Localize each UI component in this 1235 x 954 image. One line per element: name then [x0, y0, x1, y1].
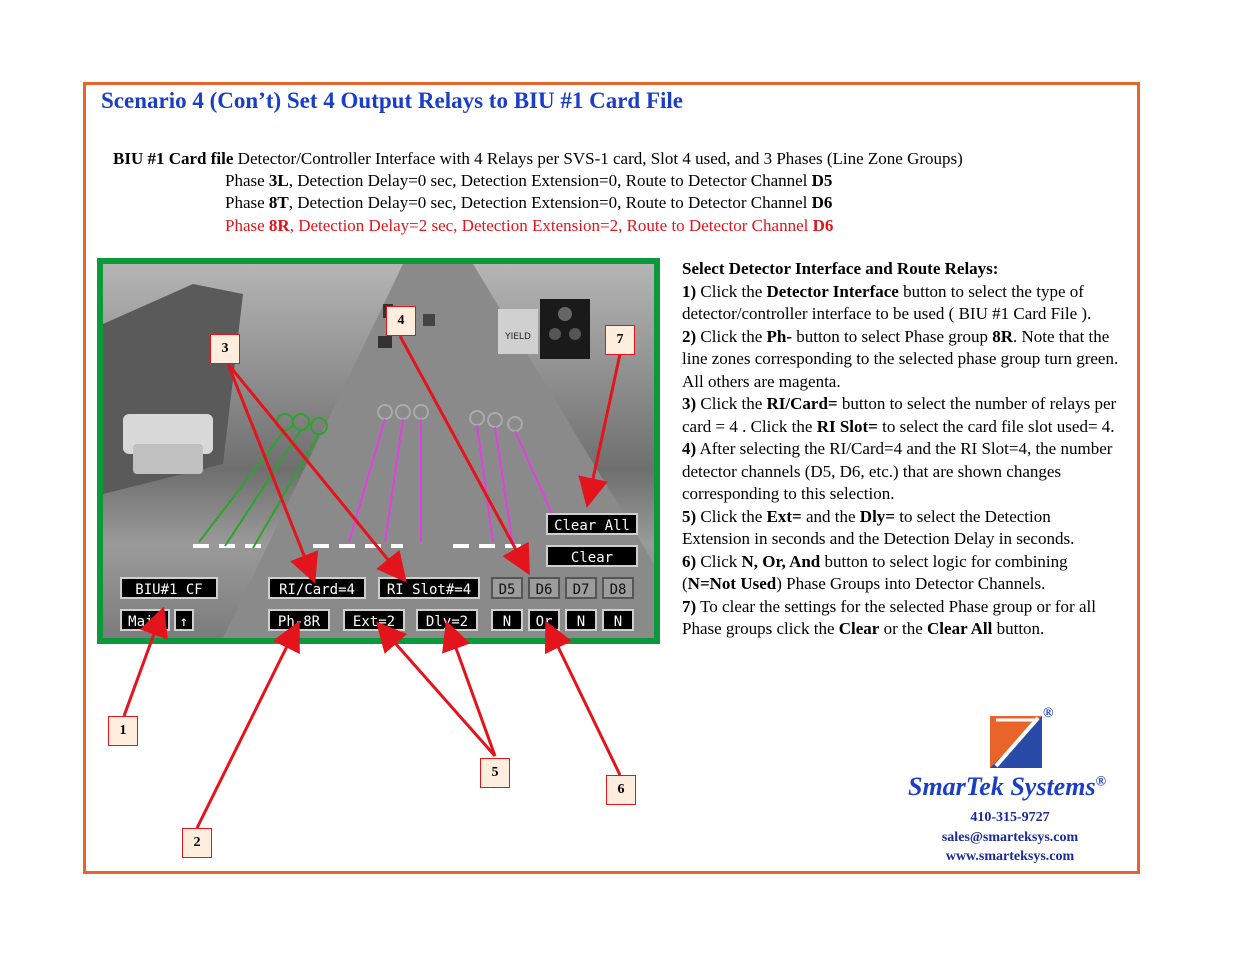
arrow-1	[122, 606, 168, 717]
phase-channel: D5	[811, 171, 833, 190]
step-5: 5) Click the Ext= and the Dly= to select…	[682, 506, 1075, 549]
callout-4: 4	[386, 306, 416, 336]
step-7: 7) To clear the settings for the selecte…	[682, 596, 1096, 639]
arrow-5a	[376, 621, 497, 757]
clear-button[interactable]: Clear	[546, 545, 638, 567]
up-arrow-button[interactable]: ↑	[174, 609, 194, 631]
intro-text: Detector/Controller Interface with 4 Rel…	[233, 149, 963, 168]
arrow-4	[398, 335, 530, 576]
callout-5: 5	[480, 758, 510, 788]
yield-sign-text: YIELD	[504, 332, 531, 342]
channel-d5-button[interactable]: D5	[491, 577, 523, 599]
clear-all-button[interactable]: Clear All	[546, 513, 638, 535]
brand-name: SmarTek Systems®	[908, 772, 1107, 801]
phase-text: , Detection Delay=0 sec, Detection Exten…	[288, 193, 812, 212]
ri-slot-button[interactable]: RI Slot#=4	[378, 577, 480, 599]
phase-id: 3L	[268, 171, 289, 190]
arrow-6	[544, 620, 622, 776]
instructions-heading: Select Detector Interface and Route Rela…	[682, 259, 999, 278]
content-frame	[83, 82, 1140, 874]
step-3: 3) Click the RI/Card= button to select t…	[682, 394, 1117, 436]
phase-prefix: Phase	[225, 171, 269, 190]
intro-bold: BIU #1 Card file	[113, 149, 234, 168]
logic-n-button-3[interactable]: N	[602, 609, 634, 631]
callout-6: 6	[606, 775, 636, 805]
step-4: 4) After selecting the RI/Card=4 and the…	[682, 439, 1113, 503]
callout-1: 1	[108, 716, 138, 746]
phase-channel: D6	[811, 193, 833, 212]
phase-prefix: Phase	[225, 193, 269, 212]
channel-d8-button[interactable]: D8	[602, 577, 634, 599]
step-2: 2) Click the Ph- button to select Phase …	[682, 326, 1119, 391]
arrow-3a	[226, 363, 319, 584]
phase-id: 8R	[268, 216, 290, 235]
channel-d7-button[interactable]: D7	[565, 577, 597, 599]
phase-line-3l: Phase 3L, Detection Delay=0 sec, Detecti…	[225, 171, 832, 191]
callout-3: 3	[210, 334, 240, 364]
arrow-3b	[226, 363, 407, 583]
intro-line: BIU #1 Card file Detector/Controller Int…	[113, 148, 963, 171]
callout-2: 2	[182, 828, 212, 858]
detector-interface-button[interactable]: BIU#1 CF	[120, 577, 218, 599]
arrow-2	[195, 620, 300, 829]
phase-line-8r: Phase 8R, Detection Delay=2 sec, Detecti…	[225, 216, 833, 236]
phase-text: , Detection Delay=2 sec, Detection Exten…	[289, 216, 813, 235]
logic-n-button-2[interactable]: N	[565, 609, 597, 631]
page-title: Scenario 4 (Con’t) Set 4 Output Relays t…	[101, 88, 683, 113]
brand-phone: 410-315-9727	[970, 810, 1050, 825]
arrow-7	[578, 353, 622, 508]
road-scene: YIELD	[103, 264, 654, 638]
callout-7: 7	[605, 325, 635, 355]
arrow-5b	[442, 620, 497, 757]
phase-channel: D6	[812, 216, 834, 235]
phase-id: 8T	[268, 193, 289, 212]
step-6: 6) Click N, Or, And button to select log…	[682, 551, 1068, 594]
logic-n-button-1[interactable]: N	[491, 609, 523, 631]
brand-website[interactable]: www.smarteksys.com	[945, 849, 1075, 864]
logo-registered-mark: ®	[1043, 706, 1054, 721]
phase-text: , Detection Delay=0 sec, Detection Exten…	[288, 171, 812, 190]
brand-email[interactable]: sales@smarteksys.com	[941, 830, 1079, 845]
channel-d6-button[interactable]: D6	[528, 577, 560, 599]
phase-prefix: Phase	[225, 216, 269, 235]
smartek-logo	[990, 716, 1042, 768]
phase-line-8t: Phase 8T, Detection Delay=0 sec, Detecti…	[225, 193, 832, 213]
instructions: Select Detector Interface and Route Rela…	[682, 258, 1122, 641]
ri-card-button[interactable]: RI/Card=4	[268, 577, 366, 599]
step-1: 1) Click the Detector Interface button t…	[682, 281, 1092, 324]
